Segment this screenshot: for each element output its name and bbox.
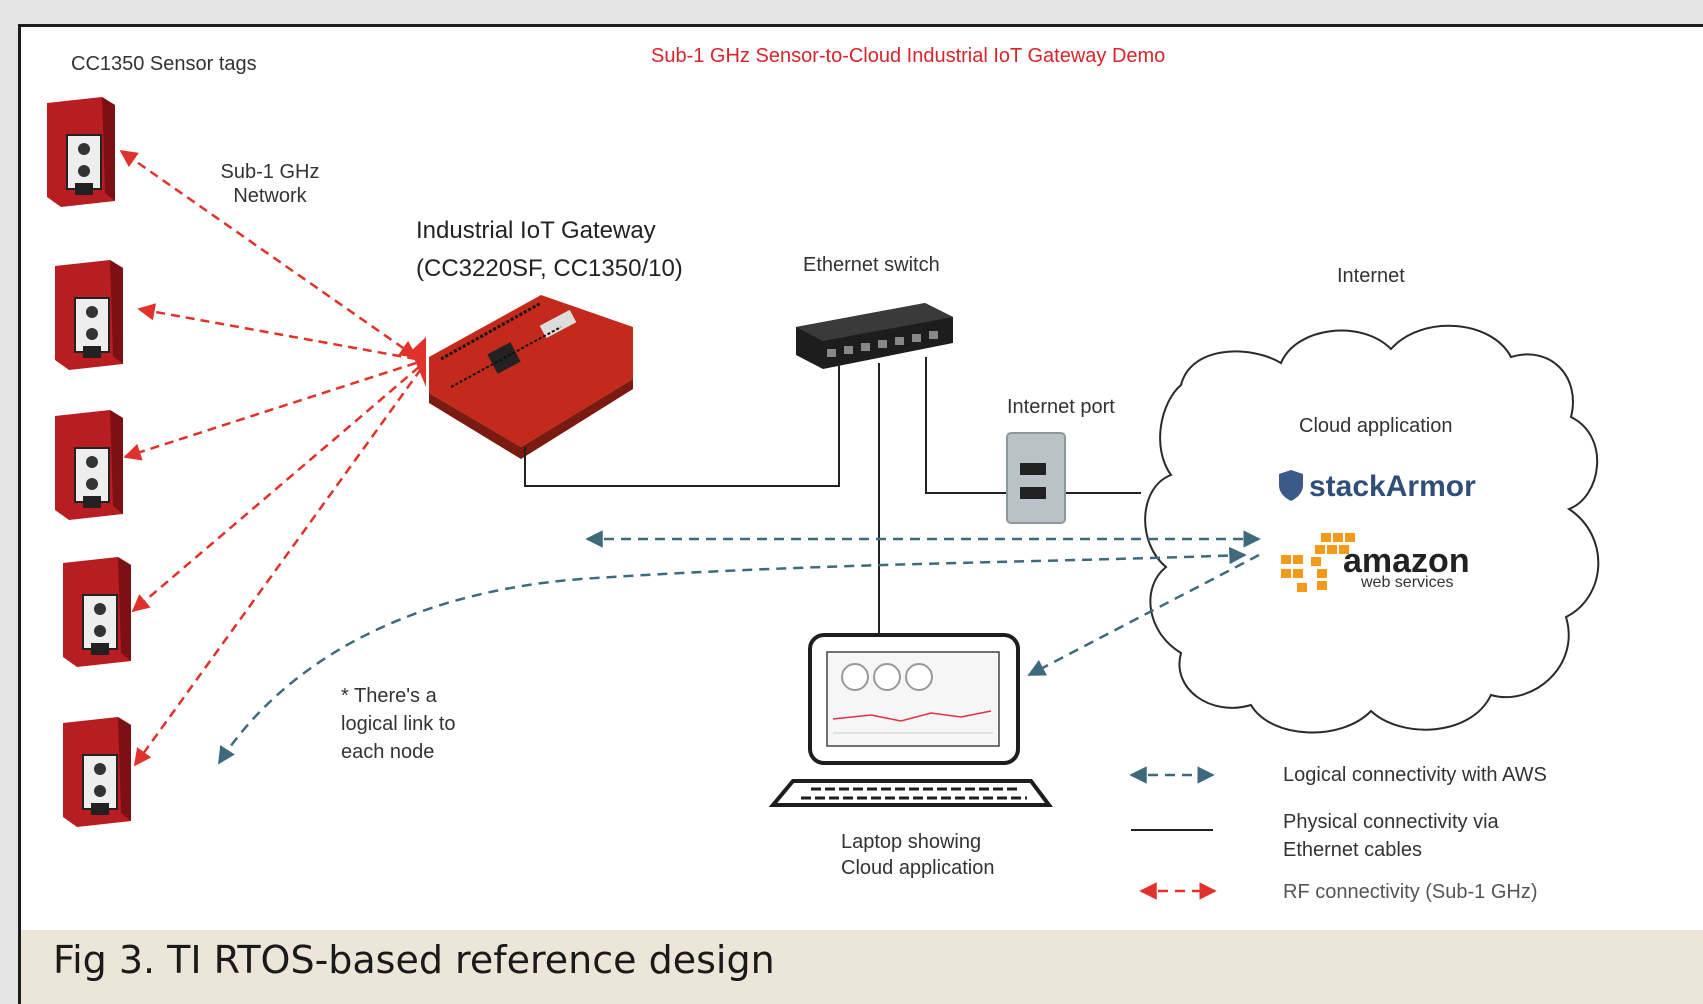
internet-port-label: Internet port <box>1007 396 1115 418</box>
legend-physical-label-line1: Physical connectivity via <box>1283 811 1499 833</box>
internet-label: Internet <box>1337 265 1405 287</box>
internet-port-plate <box>1006 432 1066 524</box>
sensor-tag-5 <box>63 717 131 827</box>
figure-caption: Fig 3. TI RTOS-based reference design <box>53 938 775 982</box>
logical-link-laptop <box>1027 553 1260 677</box>
rf-link-3 <box>123 361 417 461</box>
rf-link-4 <box>131 366 420 613</box>
laptop-label-line2: Cloud application <box>841 857 995 879</box>
sub1ghz-label-line1: Sub-1 GHz <box>220 161 320 183</box>
logical-links <box>217 530 1261 765</box>
cable-switch-port <box>925 357 1007 494</box>
laptop-label-line1: Laptop showing <box>841 831 982 853</box>
web-services-logo-text: web services <box>1361 574 1454 591</box>
diagram-title: Sub-1 GHz Sensor-to-Cloud Industrial IoT… <box>651 45 1166 67</box>
sensor-tag-2 <box>55 260 123 370</box>
cable-gateway-switch <box>524 363 840 487</box>
caption-bar: Fig 3. TI RTOS-based reference design <box>21 930 1703 1004</box>
diagram-graphics <box>47 97 1600 900</box>
gateway-label-line1: Industrial IoT Gateway <box>416 217 656 244</box>
gateway-antenna-hub <box>411 337 426 387</box>
sensor-tag-4 <box>63 557 131 667</box>
sensor-tag-1 <box>47 97 115 207</box>
aws-logo-mark <box>1281 533 1355 592</box>
gateway-board <box>429 295 633 459</box>
gateway-label-line2: (CC3220SF, CC1350/10) <box>416 255 683 282</box>
sensor-tags-label: CC1350 Sensor tags <box>71 53 257 75</box>
stackarmor-logo-text: stackArmor <box>1309 470 1476 503</box>
ethernet-cables <box>524 357 1141 637</box>
logical-note-line1: * There's a <box>341 685 437 707</box>
legend-symbols <box>1129 766 1217 900</box>
rf-links <box>119 149 423 767</box>
sensor-tag-3 <box>55 410 123 520</box>
logical-note-line3: each node <box>341 741 435 763</box>
rf-link-2 <box>137 303 417 361</box>
ethernet-switch-device <box>796 303 953 369</box>
laptop-device <box>768 633 1053 807</box>
amazon-logo-text: amazon <box>1343 542 1470 580</box>
diagram-canvas: Sub-1 GHz Sensor-to-Cloud Industrial IoT… <box>18 24 1703 1004</box>
legend-logical-label: Logical connectivity with AWS <box>1283 764 1547 786</box>
ethernet-switch-label: Ethernet switch <box>803 254 940 276</box>
stackarmor-shield-icon <box>1279 470 1303 501</box>
legend-physical-label-line2: Ethernet cables <box>1283 839 1422 861</box>
sub1ghz-label-line2: Network <box>233 185 307 207</box>
cloud-application-label: Cloud application <box>1299 415 1453 437</box>
internet-cloud <box>1144 324 1600 734</box>
legend-rf-label: RF connectivity (Sub-1 GHz) <box>1283 881 1538 903</box>
logical-note-line2: logical link to <box>341 713 456 735</box>
logical-link-nodes <box>217 546 1247 765</box>
